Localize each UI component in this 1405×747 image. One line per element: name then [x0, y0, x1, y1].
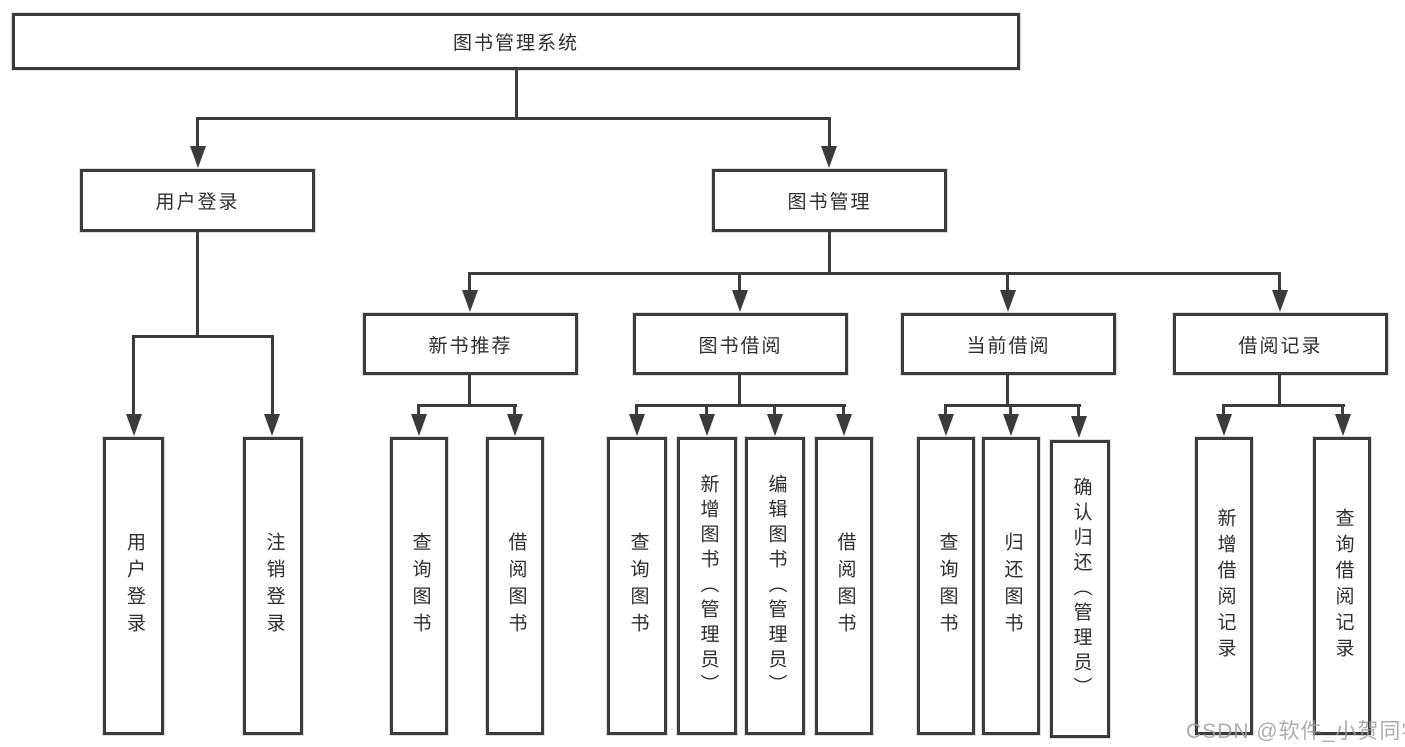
- arrow-down-icon: [264, 414, 280, 436]
- arrow-down-icon: [1272, 290, 1288, 312]
- arrow-down-icon: [507, 414, 523, 436]
- watermark: CSDN @软件_小贺同学: [1186, 720, 1405, 743]
- leaf-label: 查询借阅记录: [1332, 508, 1354, 664]
- connector-vline: [1006, 375, 1009, 407]
- connector-vline: [515, 69, 518, 120]
- arrow-down-icon: [938, 414, 954, 436]
- node-user-login: 用户登录: [80, 169, 315, 232]
- arrow-down-icon: [462, 290, 478, 312]
- connector-hline: [1222, 404, 1345, 407]
- connector-vline: [1222, 404, 1225, 417]
- node-book-management: 图书管理: [712, 169, 947, 232]
- connector-vline: [513, 404, 516, 417]
- leaf-borrow-book-2: 借阅图书: [815, 437, 873, 735]
- arrow-down-icon: [1071, 416, 1087, 438]
- connector-vline: [468, 375, 471, 407]
- connector-vline: [196, 232, 199, 338]
- arrow-down-icon: [126, 414, 142, 436]
- connector-vline: [635, 404, 638, 417]
- connector-hline: [635, 404, 846, 407]
- connector-vline: [828, 232, 831, 275]
- node-root-label: 图书管理系统: [452, 33, 579, 54]
- node-borrow-records: 借阅记录: [1173, 313, 1388, 375]
- leaf-add-book-admin: 新增图书（管理员）: [677, 437, 737, 735]
- connector-vline: [828, 117, 831, 148]
- arrow-down-icon: [1335, 414, 1351, 436]
- leaf-label: 新增借阅记录: [1214, 508, 1236, 664]
- leaf-label: 用户登录: [123, 532, 145, 640]
- node-book-management-label: 图书管理: [787, 192, 872, 213]
- connector-hline: [944, 404, 1081, 407]
- connector-vline: [738, 272, 741, 291]
- arrow-down-icon: [629, 414, 645, 436]
- connector-hline: [417, 404, 517, 407]
- leaf-label: 借阅图书: [505, 532, 527, 640]
- leaf-label: 归还图书: [1001, 532, 1023, 640]
- connector-vline: [1341, 404, 1344, 417]
- node-book-borrow-label: 图书借阅: [698, 335, 783, 357]
- node-root: 图书管理系统: [12, 13, 1020, 70]
- connector-vline: [773, 404, 776, 417]
- connector-vline: [842, 404, 845, 417]
- node-current-borrow-label: 当前借阅: [966, 335, 1051, 357]
- leaf-confirm-return-admin: 确认归还（管理员）: [1050, 440, 1110, 738]
- connector-hline: [132, 335, 274, 338]
- arrow-down-icon: [1216, 414, 1232, 436]
- connector-vline: [271, 335, 274, 416]
- arrow-down-icon: [1000, 290, 1016, 312]
- node-borrow-records-label: 借阅记录: [1238, 335, 1323, 357]
- leaf-edit-book-admin: 编辑图书（管理员）: [745, 437, 805, 735]
- arrow-down-icon: [836, 414, 852, 436]
- connector-vline: [468, 272, 471, 291]
- leaf-logout: 注销登录: [243, 437, 303, 735]
- leaf-return-book: 归还图书: [982, 437, 1040, 735]
- node-new-book-recommend: 新书推荐: [363, 313, 578, 375]
- leaf-label: 查询图书: [627, 532, 649, 640]
- connector-vline: [1077, 404, 1080, 417]
- leaf-label: 确认归还（管理员）: [1070, 476, 1092, 702]
- leaf-query-book-3: 查询图书: [917, 437, 975, 735]
- connector-vline: [1009, 404, 1012, 417]
- connector-vline: [1006, 272, 1009, 291]
- leaf-query-borrow-record: 查询借阅记录: [1313, 437, 1371, 735]
- connector-vline: [705, 404, 708, 417]
- leaf-label: 注销登录: [263, 532, 285, 640]
- arrow-down-icon: [699, 414, 715, 436]
- node-new-book-recommend-label: 新书推荐: [428, 335, 513, 357]
- leaf-user-login: 用户登录: [103, 437, 164, 735]
- connector-vline: [1278, 272, 1281, 291]
- leaf-borrow-book-1: 借阅图书: [486, 437, 544, 735]
- node-current-borrow: 当前借阅: [901, 313, 1116, 375]
- leaf-label: 编辑图书（管理员）: [765, 473, 787, 699]
- arrow-down-icon: [767, 414, 783, 436]
- leaf-add-borrow-record: 新增借阅记录: [1195, 437, 1253, 735]
- arrow-down-icon: [1003, 414, 1019, 436]
- arrow-down-icon: [411, 414, 427, 436]
- leaf-label: 借阅图书: [834, 532, 856, 640]
- leaf-query-book-2: 查询图书: [607, 437, 667, 735]
- leaf-label: 查询图书: [409, 532, 431, 640]
- connector-vline: [738, 375, 741, 407]
- connector-hline: [468, 272, 1281, 275]
- node-user-login-label: 用户登录: [155, 192, 240, 213]
- connector-vline: [132, 335, 135, 416]
- connector-hline: [196, 117, 831, 120]
- arrow-down-icon: [732, 290, 748, 312]
- connector-vline: [196, 117, 199, 148]
- leaf-query-book-1: 查询图书: [390, 437, 448, 735]
- connector-vline: [1278, 375, 1281, 407]
- connector-vline: [417, 404, 420, 417]
- arrow-down-icon: [821, 146, 837, 168]
- leaf-label: 查询图书: [936, 532, 958, 640]
- arrow-down-icon: [190, 146, 206, 168]
- connector-vline: [944, 404, 947, 417]
- leaf-label: 新增图书（管理员）: [697, 473, 719, 699]
- node-book-borrow: 图书借阅: [633, 313, 848, 375]
